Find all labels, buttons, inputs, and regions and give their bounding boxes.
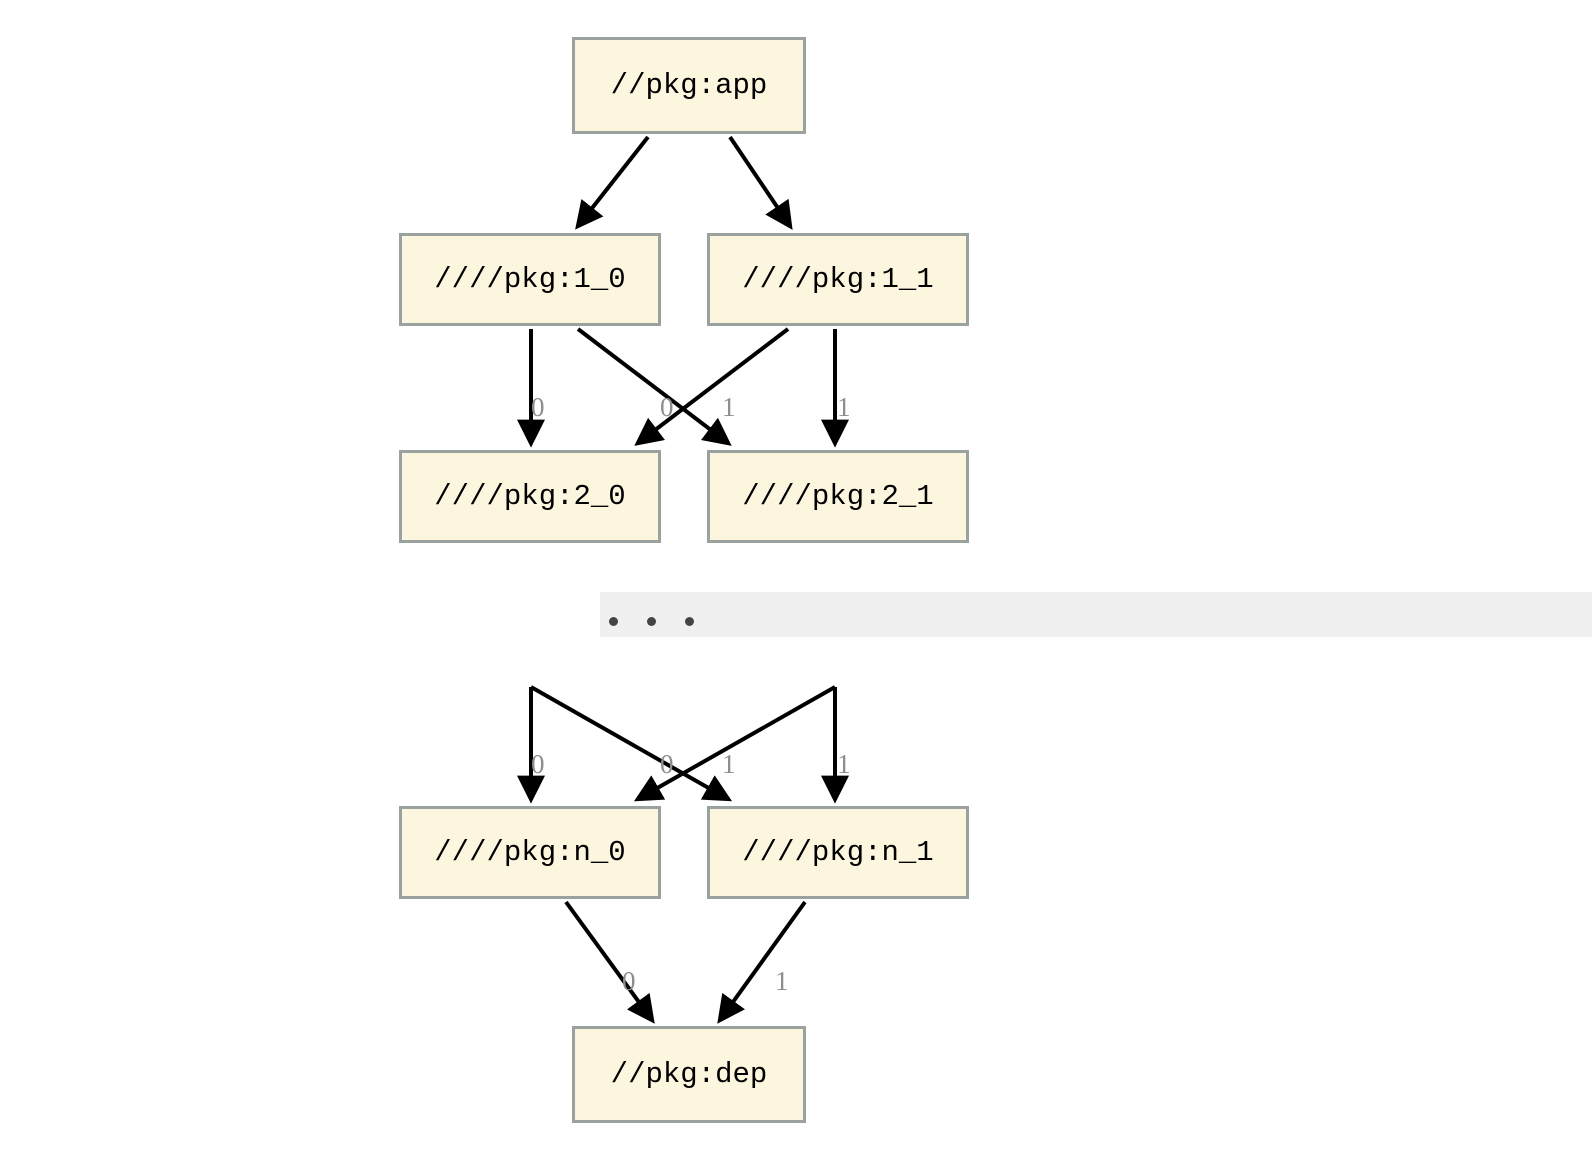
ellipsis-dot — [685, 617, 694, 626]
edge-lines — [517, 135, 849, 1024]
graph-node-label: ////pkg:2_1 — [742, 480, 934, 513]
graph-edge — [634, 327, 790, 446]
edge-label: 1 — [722, 749, 736, 779]
graph-node-label: //pkg:app — [610, 69, 768, 102]
edge-label: 0 — [622, 966, 636, 996]
graph-node-label: ////pkg:2_0 — [434, 480, 626, 513]
graph-edge — [575, 135, 650, 230]
graph-node-label: //pkg:dep — [610, 1058, 768, 1091]
graph-edge — [717, 900, 807, 1024]
graph-node-label: ////pkg:1_0 — [434, 263, 626, 296]
edge-label: 1 — [837, 749, 851, 779]
ellipsis-dots — [609, 617, 694, 626]
graph-node-pn_1[interactable]: ////pkg:n_1 — [707, 806, 969, 899]
edge-label: 1 — [722, 392, 736, 422]
ellipsis-dot — [647, 617, 656, 626]
ellipsis-separator-bar — [600, 592, 1592, 637]
graph-node-p1_0[interactable]: ////pkg:1_0 — [399, 233, 661, 326]
graph-node-p2_1[interactable]: ////pkg:2_1 — [707, 450, 969, 543]
graph-edge — [576, 327, 732, 446]
edge-label: 0 — [531, 749, 545, 779]
ellipsis-dot — [609, 617, 618, 626]
graph-edge — [530, 685, 733, 802]
edge-label: 0 — [531, 392, 545, 422]
graph-node-pn_0[interactable]: ////pkg:n_0 — [399, 806, 661, 899]
edge-label: 1 — [837, 392, 851, 422]
graph-node-p2_0[interactable]: ////pkg:2_0 — [399, 450, 661, 543]
graph-node-p1_1[interactable]: ////pkg:1_1 — [707, 233, 969, 326]
graph-edge — [728, 135, 793, 230]
graph-node-label: ////pkg:n_1 — [742, 836, 934, 869]
graph-node-label: ////pkg:1_1 — [742, 263, 934, 296]
edge-label: 1 — [775, 966, 789, 996]
graph-node-dep[interactable]: //pkg:dep — [572, 1026, 806, 1123]
graph-node-label: ////pkg:n_0 — [434, 836, 626, 869]
graph-edge — [633, 685, 836, 802]
graph-node-app[interactable]: //pkg:app — [572, 37, 806, 134]
edge-label: 0 — [660, 749, 674, 779]
graph-edge — [564, 900, 655, 1024]
edge-label: 0 — [660, 392, 674, 422]
